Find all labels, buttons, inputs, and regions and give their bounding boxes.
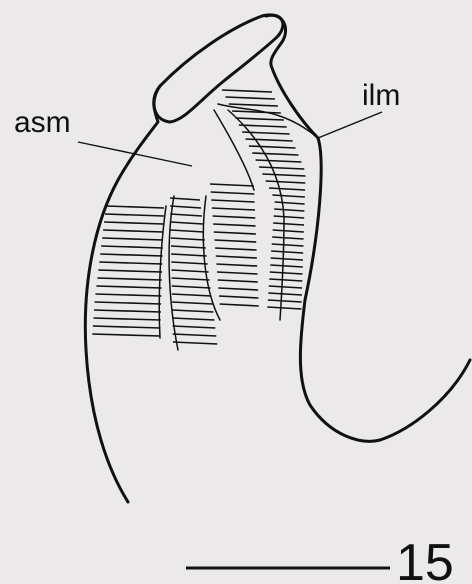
asm-left-hatch-line [105, 214, 164, 216]
asm-middle-hatch-line [173, 334, 217, 336]
asm-middle-hatch-line [171, 222, 203, 224]
muscle-hatching [92, 90, 305, 344]
asm-middle-hatch-line [171, 246, 206, 248]
asm-right-hatch-line [216, 256, 257, 258]
asm-middle-hatch-line [172, 318, 214, 320]
asm-right-hatch-line [218, 288, 258, 290]
ilm-hatch-line [252, 153, 298, 155]
asm-middle-hatch-line [173, 342, 217, 344]
asm-right-hatch-line [215, 240, 257, 242]
figure-number: 15 [396, 534, 454, 584]
asm-middle-hatch-line [171, 230, 204, 232]
ilm-hatch-line [259, 167, 304, 169]
asm-left-hatch-line [92, 334, 160, 336]
ilm-hatch-line [268, 300, 302, 302]
asm-right-hatch-line [211, 192, 255, 194]
ilm-hatch-line [273, 230, 304, 232]
ilm-hatch-line [235, 118, 283, 120]
asm-label: asm [14, 106, 71, 139]
ilm-hatch-line [273, 223, 304, 225]
asm-left-hatch-line [95, 294, 161, 296]
ilm-hatch-line [268, 293, 302, 295]
ilm-hatch-line [275, 202, 305, 204]
ilm-hatch-line [222, 90, 272, 92]
ilm-hatch-line [270, 265, 303, 267]
asm-right-hatch-line [214, 232, 256, 234]
asm-left-hatch-line [99, 262, 162, 264]
ilm-hatch-line [246, 139, 293, 141]
ilm-hatch-line [269, 279, 302, 281]
ilm-hatch-line [242, 132, 289, 134]
asm-middle-hatch-line [170, 206, 201, 208]
asm-middle-hatch-line [170, 214, 202, 216]
ilm-hatch-line [267, 307, 301, 309]
asm-right-hatch-line [216, 264, 257, 266]
asm-middle-hatch-line [170, 198, 200, 200]
ilm-label: ilm [362, 79, 400, 112]
ilm-hatch-line [262, 174, 305, 176]
asm-middle-hatch-line [172, 310, 213, 312]
asm-middle-hatch-line [172, 302, 212, 304]
asm-inner-line-2 [203, 196, 220, 320]
ilm-hatch-line [232, 111, 281, 113]
asm-middle-hatch-line [171, 270, 208, 272]
asm-left-hatch-line [93, 326, 160, 328]
asm-right-hatch-line [217, 272, 258, 274]
ilm-hatch-line [272, 244, 304, 246]
asm-right-hatch-line [213, 216, 256, 218]
asm-left-hatch-line [94, 310, 161, 312]
asm-right-hatch-line [211, 200, 254, 202]
asm-left-hatch-line [104, 222, 163, 224]
ilm-hatch-line [229, 104, 278, 106]
ilm-hatch-line [256, 160, 302, 162]
asm-left-hatch-line [106, 206, 164, 208]
ilm-hatch-line [270, 272, 303, 274]
ilm-hatch-line [249, 146, 296, 148]
asm-left-hatch-line [98, 270, 162, 272]
asm-middle-hatch-line [171, 254, 207, 256]
asm-leader-line [78, 142, 192, 166]
asm-right-hatch-line [219, 296, 259, 298]
asm-left-hatch-line [94, 318, 161, 320]
asm-middle-hatch-line [173, 326, 216, 328]
ilm-hatch-line [271, 251, 303, 253]
ilm-hatch-line [269, 286, 302, 288]
asm-right-hatch-line [210, 184, 254, 186]
asm-right-hatch-line [215, 248, 257, 250]
asm-right-hatch-line [218, 280, 258, 282]
asm-right-hatch-line [212, 208, 255, 210]
asm-left-hatch-line [103, 230, 163, 232]
ilm-hatch-line [269, 188, 305, 190]
asm-left-hatch-line [102, 238, 163, 240]
ilm-hatch-line [239, 125, 287, 127]
ilm-hatch-line [266, 181, 306, 183]
ilm-hatch-line [274, 216, 305, 218]
asm-right-hatch-line [220, 304, 259, 306]
asm-middle-hatch-line [171, 238, 205, 240]
ilm-leader-line [318, 112, 382, 138]
asm-right-hatch-line [213, 224, 255, 226]
ilm-hatch-line [271, 258, 303, 260]
asm-left-hatch-line [101, 246, 163, 248]
ilm-hatch-line [274, 209, 304, 211]
asm-left-hatch-line [100, 254, 162, 256]
asm-middle-hatch-line [172, 278, 210, 280]
asm-middle-hatch-line [172, 294, 212, 296]
ilm-hatch-line [272, 195, 305, 197]
asm-middle-hatch-line [172, 286, 211, 288]
asm-left-hatch-line [96, 286, 161, 288]
asm-left-hatch-line [97, 278, 161, 280]
asm-left-hatch-line [95, 302, 162, 304]
asm-inner-line-1 [214, 110, 254, 190]
ilm-hatch-line [225, 97, 275, 99]
asm-middle-hatch-line [171, 262, 207, 264]
ilm-hatch-line [272, 237, 303, 239]
